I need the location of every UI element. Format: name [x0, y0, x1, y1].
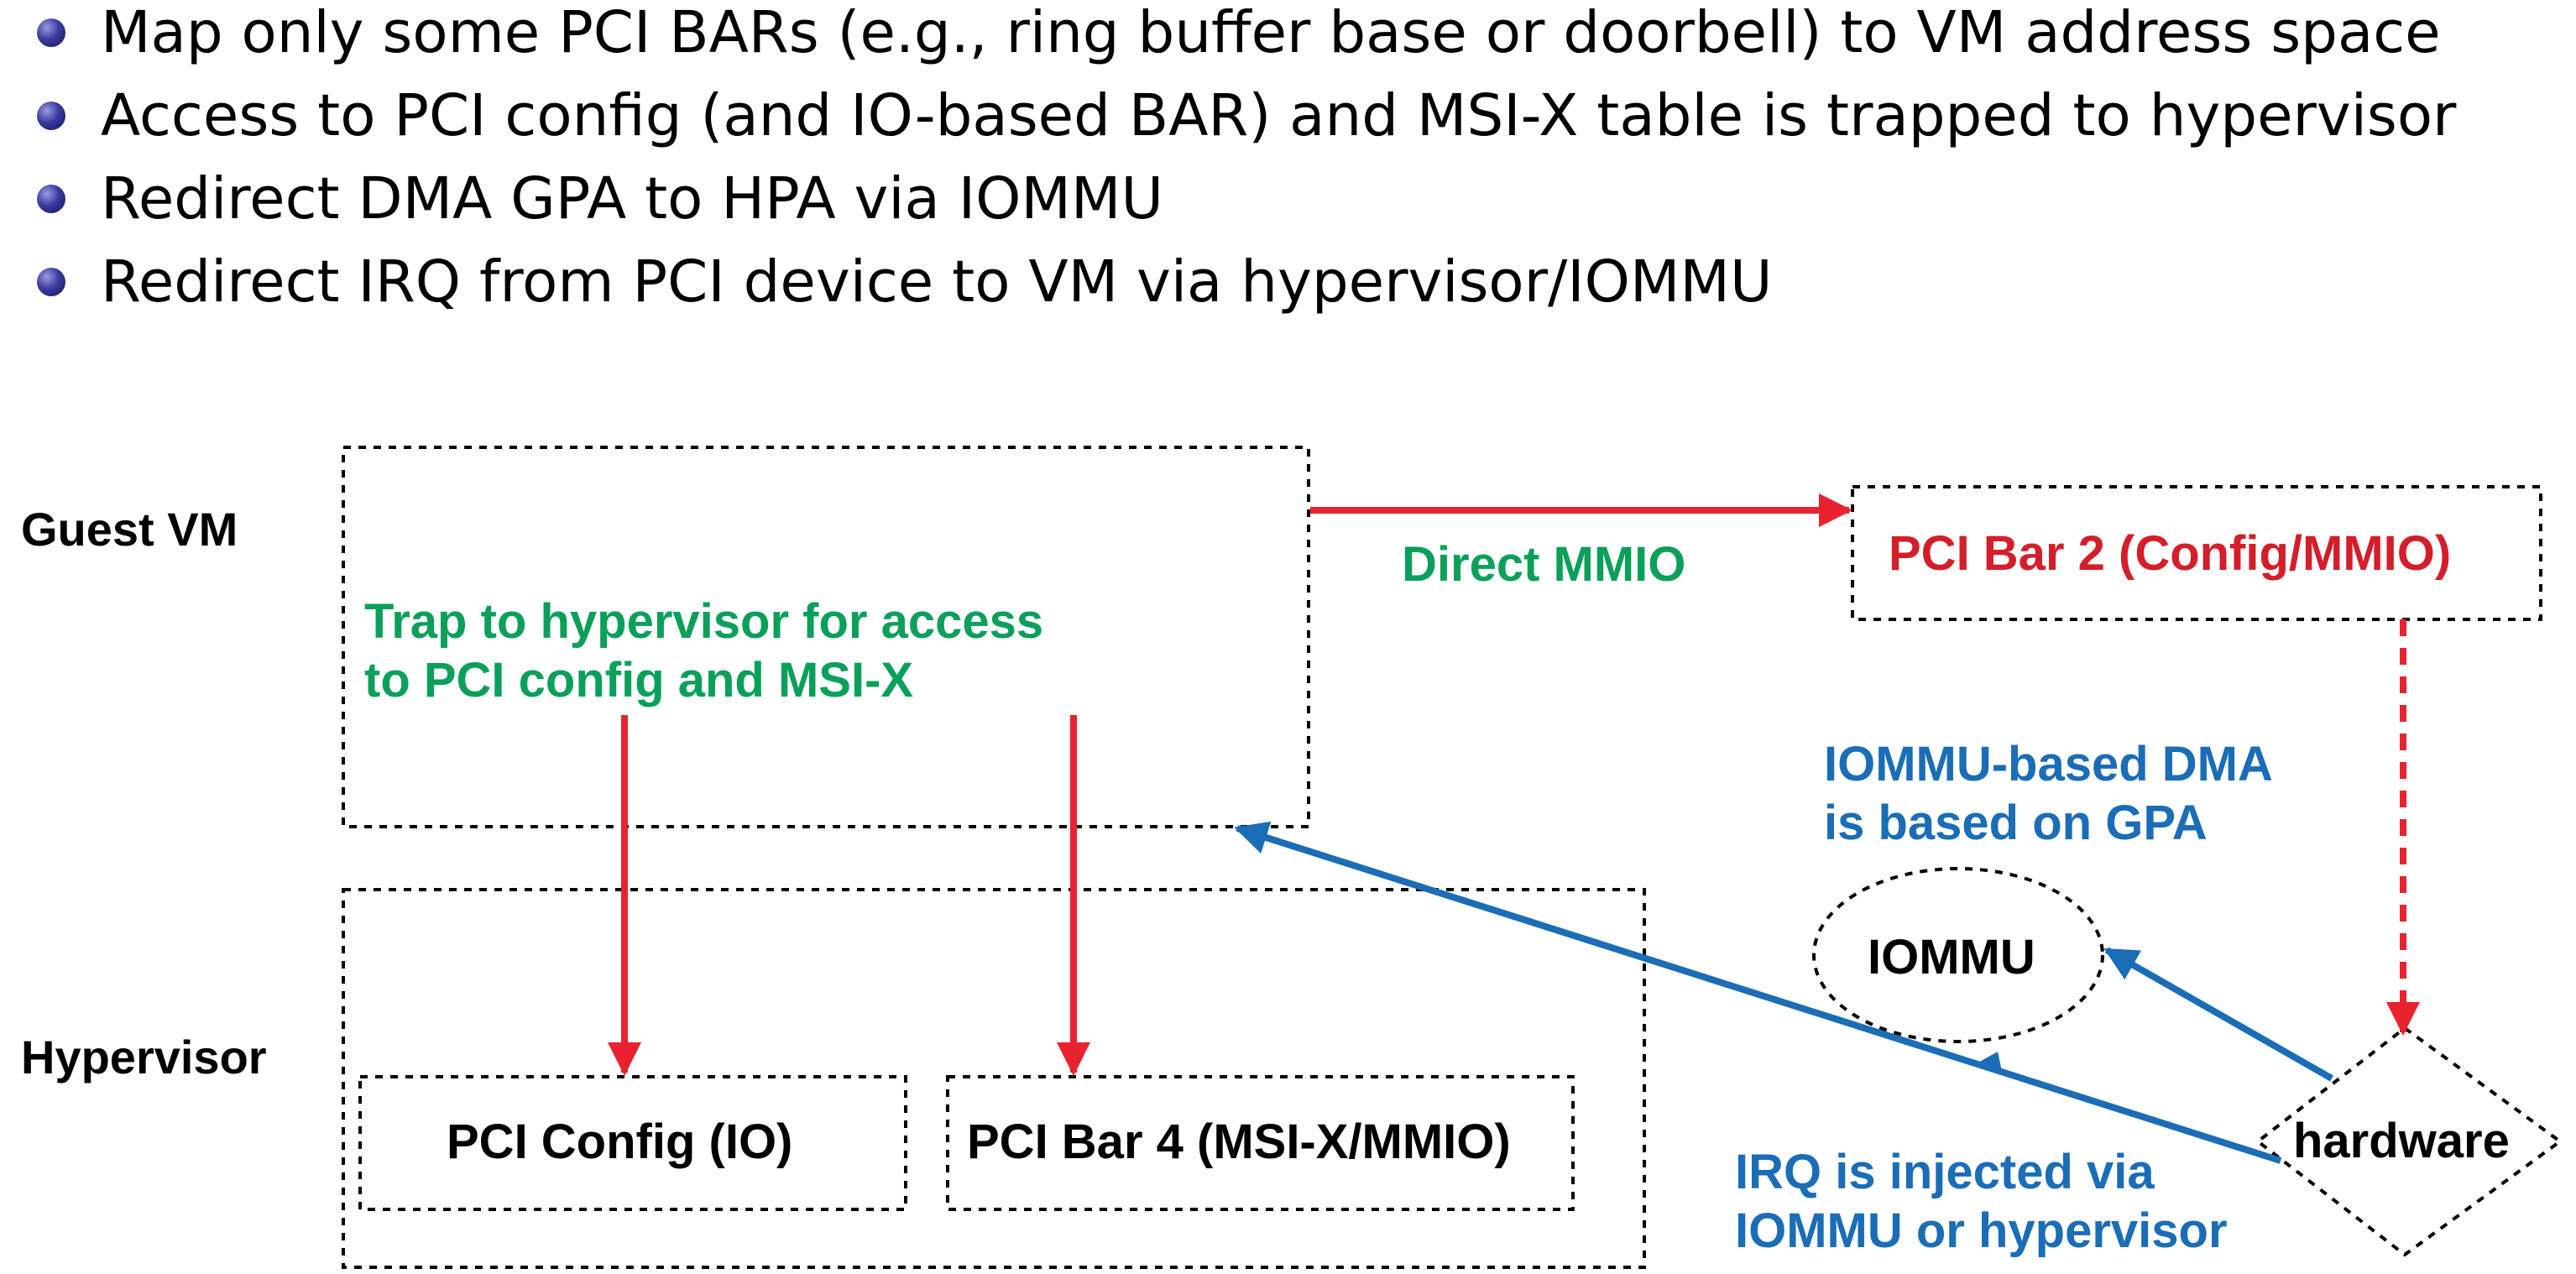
trap-note: Trap to hypervisor for access to PCI con… [364, 593, 1043, 709]
bullet-text: Redirect DMA GPA to HPA via IOMMU [101, 165, 1163, 232]
bullet-list: Map only some PCI BARs (e.g., ring buffe… [34, 0, 2456, 332]
pci-config-box [358, 1075, 907, 1211]
bullet-text: Redirect IRQ from PCI device to VM via h… [101, 248, 1773, 316]
irq-arrow [1234, 821, 2282, 1164]
bullet-item: Access to PCI config (and IO-based BAR) … [34, 83, 2456, 166]
bullet-dot-icon [37, 102, 65, 130]
bullet-item: Redirect DMA GPA to HPA via IOMMU [34, 166, 2456, 249]
hardware-to-iommu-arrow [2103, 947, 2333, 1082]
dma-note: IOMMU-based DMA is based on GPA [1824, 735, 2273, 852]
irq-note-line2: IOMMU or hypervisor [1735, 1203, 2228, 1258]
iommu-ellipse [1812, 867, 2104, 1043]
bullet-item: Redirect IRQ from PCI device to VM via h… [34, 249, 2456, 332]
pci-bar2-box [1851, 485, 2542, 621]
bullet-text: Map only some PCI BARs (e.g., ring buffe… [101, 0, 2441, 66]
iommu-label: IOMMU [1868, 930, 2035, 984]
dma-note-line1: IOMMU-based DMA [1824, 737, 2273, 791]
irq-mid-arrowhead-icon [1977, 1052, 2003, 1075]
bullet-item: Map only some PCI BARs (e.g., ring buffe… [34, 0, 2456, 83]
hypervisor-box [342, 888, 1646, 1269]
guest-vm-label: Guest VM [21, 503, 238, 556]
hardware-label: hardware [2293, 1114, 2510, 1168]
bullet-dot-icon [37, 18, 65, 47]
trap-note-line1: Trap to hypervisor for access [364, 594, 1044, 649]
bullet-dot-icon [37, 185, 65, 213]
bullet-dot-icon [37, 268, 65, 296]
bullet-text: Access to PCI config (and IO-based BAR) … [101, 82, 2457, 149]
pci-bar2-label: PCI Bar 2 (Config/MMIO) [1889, 526, 2452, 581]
hypervisor-label: Hypervisor [21, 1031, 267, 1083]
dma-note-line2: is based on GPA [1824, 795, 2208, 850]
guest-vm-box [342, 446, 1310, 828]
trap-note-line2: to PCI config and MSI-X [364, 652, 914, 707]
pci-bar4-label: PCI Bar 4 (MSI-X/MMIO) [967, 1115, 1511, 1169]
direct-mmio-label: Direct MMIO [1402, 537, 1686, 592]
pci-config-label: PCI Config (IO) [447, 1115, 793, 1169]
irq-note: IRQ is injected via IOMMU or hypervisor [1735, 1143, 2228, 1260]
irq-note-line1: IRQ is injected via [1735, 1145, 2155, 1199]
hardware-diamond [2255, 1026, 2563, 1257]
